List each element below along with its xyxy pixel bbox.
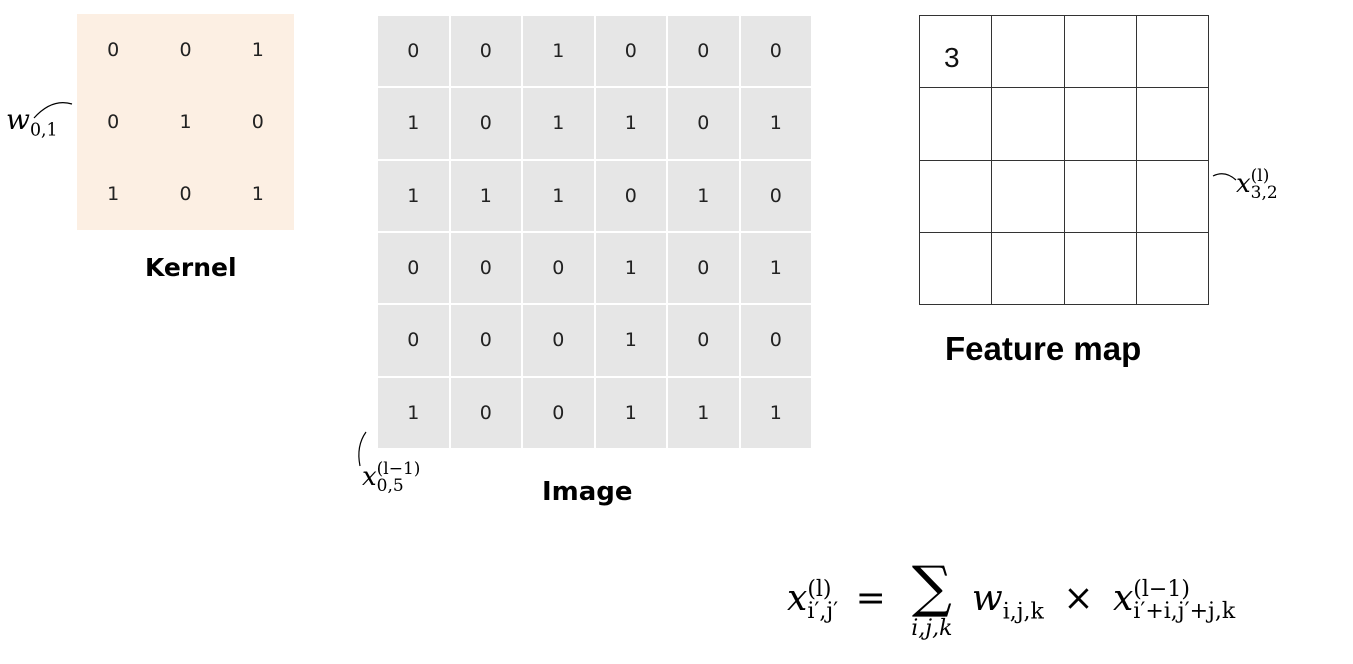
kernel-caption: Kernel — [145, 253, 237, 282]
kernel-cell-1-0: 0 — [107, 111, 120, 133]
formula-sum-symbol: ∑ — [911, 555, 952, 620]
image-cell-5-0: 1 — [378, 377, 449, 448]
kernel-weight-base: w — [6, 103, 30, 136]
formula-sum: ∑i,j,k — [911, 560, 952, 642]
formula-rhs-sup: (l−1) — [1133, 577, 1190, 603]
kernel-cell-1-1: 1 — [179, 111, 192, 133]
feature-map-cell-1-2 — [1064, 88, 1137, 161]
image-pixel-subscript: 0,5 — [376, 476, 404, 496]
feature-map-cell-0-1 — [992, 16, 1065, 89]
feature-map-cell-3-0 — [920, 232, 993, 305]
image-cell-2-2: 1 — [523, 160, 594, 231]
formula-rhs-base: x — [1112, 578, 1134, 620]
image-cell-5-2: 0 — [523, 377, 594, 448]
kernel-cell-2-0: 1 — [107, 183, 120, 205]
formula-equals: = — [855, 578, 886, 620]
kernel-cell-2-1: 0 — [179, 183, 192, 205]
formula-lhs-base: x — [787, 578, 808, 620]
feature-map-caption: Feature map — [945, 330, 1142, 367]
image-cell-5-4: 1 — [668, 377, 739, 448]
feature-map-arc — [1212, 173, 1237, 181]
formula-times: × — [1063, 578, 1094, 620]
image-cell-1-4: 0 — [668, 88, 739, 159]
kernel-weight-annotation: w0,1 — [6, 103, 58, 141]
image-cell-4-0: 0 — [378, 305, 449, 376]
feature-map-cell-1-1 — [992, 88, 1065, 161]
feature-map-cell-3-3 — [1136, 232, 1209, 305]
kernel-cell-0-1: 0 — [179, 39, 192, 61]
image-cell-4-2: 0 — [523, 305, 594, 376]
formula-sum-limits: i,j,k — [911, 616, 953, 641]
feature-map-cell-2-1 — [992, 160, 1065, 233]
image-cell-2-0: 1 — [378, 160, 449, 231]
kernel-grid: 0 0 1 0 1 0 1 0 1 — [77, 14, 294, 230]
feature-map-cell-0-0: 3 — [920, 16, 993, 89]
feature-map-cell-3-2 — [1064, 232, 1137, 305]
image-cell-3-5: 1 — [740, 233, 811, 304]
image-pixel-arc — [358, 431, 367, 467]
image-cell-1-0: 1 — [378, 88, 449, 159]
image-cell-0-1: 0 — [450, 16, 521, 87]
kernel-cell-0-2: 1 — [251, 39, 264, 61]
feature-map-cell-1-3 — [1136, 88, 1209, 161]
image-cell-0-4: 0 — [668, 16, 739, 87]
image-cell-1-2: 1 — [523, 88, 594, 159]
feature-map-annotation: x(l)3,2 — [1236, 168, 1278, 202]
feature-map-anno-superscript: (l) — [1250, 166, 1270, 186]
image-cell-2-5: 0 — [740, 160, 811, 231]
image-cell-5-5: 1 — [740, 377, 811, 448]
image-cell-2-1: 1 — [450, 160, 521, 231]
formula-w-sub: i,j,k — [1002, 599, 1044, 625]
image-cell-4-5: 0 — [740, 305, 811, 376]
image-caption: Image — [542, 477, 633, 507]
image-cell-4-1: 0 — [450, 305, 521, 376]
image-cell-0-5: 0 — [740, 16, 811, 87]
image-cell-4-3: 1 — [595, 305, 666, 376]
formula-lhs-sub: i′,j′ — [807, 599, 839, 625]
feature-map-cell-2-3 — [1136, 160, 1209, 233]
kernel-cell-0-0: 0 — [107, 39, 120, 61]
formula-rhs-sub: i′+i,j′+j,k — [1133, 599, 1236, 625]
formula-w-base: w — [971, 578, 1003, 620]
image-cell-3-2: 0 — [523, 233, 594, 304]
image-pixel-base: x — [362, 462, 377, 492]
feature-map-cell-0-3 — [1136, 16, 1209, 89]
image-cell-0-3: 0 — [595, 16, 666, 87]
image-cell-1-3: 1 — [595, 88, 666, 159]
image-cell-5-1: 0 — [450, 377, 521, 448]
image-cell-0-2: 1 — [523, 16, 594, 87]
image-cell-1-5: 1 — [740, 88, 811, 159]
feature-map-cell-1-0 — [920, 88, 993, 161]
image-pixel-annotation: x(l−1)0,5 — [362, 461, 420, 495]
feature-map-grid: 3 — [919, 15, 1209, 305]
feature-map-cell-3-1 — [992, 232, 1065, 305]
image-cell-3-3: 1 — [595, 233, 666, 304]
image-cell-0-0: 0 — [378, 16, 449, 87]
image-cell-5-3: 1 — [595, 377, 666, 448]
kernel-cell-1-2: 0 — [251, 111, 264, 133]
image-cell-3-4: 0 — [668, 233, 739, 304]
image-cell-3-1: 0 — [450, 233, 521, 304]
image-cell-1-1: 0 — [450, 88, 521, 159]
kernel-weight-arc — [33, 102, 73, 119]
feature-map-anno-base: x — [1236, 169, 1251, 199]
image-cell-3-0: 0 — [378, 233, 449, 304]
image-pixel-superscript: (l−1) — [376, 459, 421, 479]
kernel-cell-2-2: 1 — [251, 183, 264, 205]
feature-map-cell-0-2 — [1064, 16, 1137, 89]
kernel-weight-subscript: 0,1 — [29, 120, 58, 141]
image-cell-2-3: 0 — [595, 160, 666, 231]
formula-lhs-sup: (l) — [807, 577, 832, 603]
feature-map-cell-2-2 — [1064, 160, 1137, 233]
feature-map-anno-subscript: 3,2 — [1250, 183, 1278, 203]
image-cell-4-4: 0 — [668, 305, 739, 376]
feature-map-cell-2-0 — [920, 160, 993, 233]
image-cell-2-4: 1 — [668, 160, 739, 231]
convolution-formula: x(l)i′,j′ = ∑i,j,k wi,j,k × x(l−1)i′+i,j… — [787, 560, 1235, 642]
